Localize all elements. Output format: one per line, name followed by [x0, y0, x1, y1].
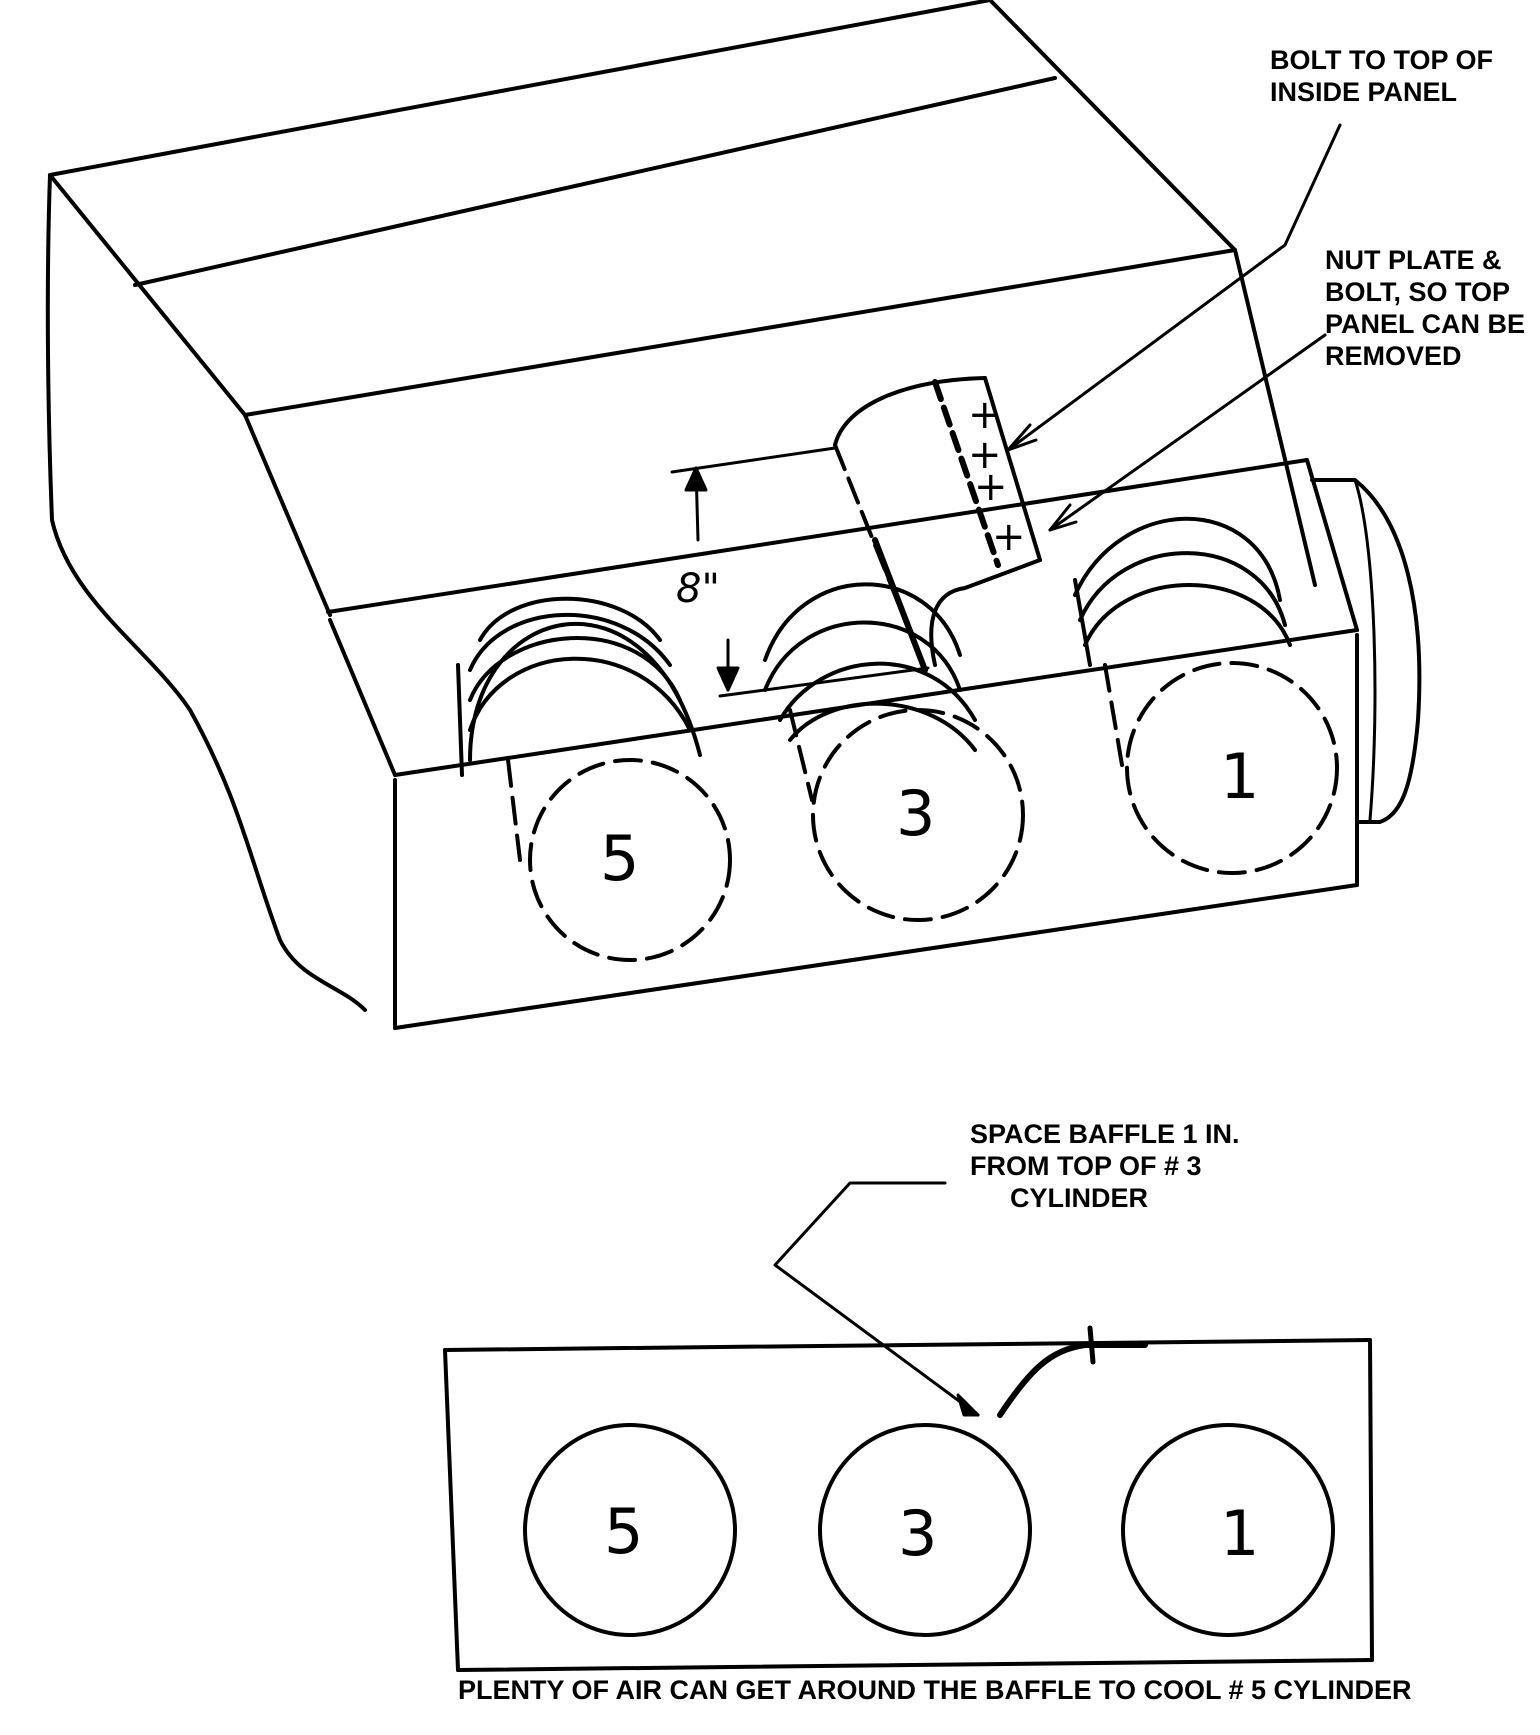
callout-line: NUT PLATE &: [1325, 245, 1502, 275]
bolt-to-top-callout: BOLT TO TOP OF INSIDE PANEL: [1270, 44, 1493, 108]
front-cylinder-1-label: 1: [1220, 1497, 1259, 1570]
leader-line-lower: [773, 1181, 980, 1417]
front-cylinder-3-label: 3: [898, 1497, 937, 1570]
callout-line: FROM TOP OF # 3: [970, 1151, 1202, 1181]
leader-lines-upper: [1006, 123, 1342, 532]
callout-line: REMOVED: [1325, 341, 1462, 371]
cylinder-5-label: 5: [600, 822, 639, 895]
space-baffle-callout: SPACE BAFFLE 1 IN. FROM TOP OF # 3 CYLIN…: [970, 1118, 1240, 1214]
cylinder-1-label: 1: [1220, 740, 1259, 813]
callout-line: INSIDE PANEL: [1270, 77, 1458, 107]
svg-text:+: +: [968, 392, 1002, 438]
dimension-label: 8": [676, 566, 720, 612]
callout-line: SPACE BAFFLE 1 IN.: [970, 1119, 1240, 1149]
callout-line: BOLT TO TOP OF: [1270, 45, 1494, 75]
svg-text:+: +: [992, 514, 1026, 560]
cylinder-3-label: 3: [896, 777, 935, 850]
cylinder-fins: [456, 516, 1292, 777]
callout-line: CYLINDER: [1010, 1183, 1149, 1213]
front-view-panel: [443, 1325, 1374, 1672]
callout-line: BOLT, SO TOP: [1325, 277, 1511, 307]
front-cylinder-5-label: 5: [604, 1495, 643, 1568]
callout-line: PANEL CAN BE: [1325, 309, 1526, 339]
engine-shroud: [45, 0, 1422, 1030]
svg-text:+: +: [968, 432, 1002, 478]
baffle: + + + +: [833, 376, 1042, 673]
cylinder-outlines-dashed: [506, 661, 1339, 962]
dimension-marker: [670, 446, 930, 698]
caption: PLENTY OF AIR CAN GET AROUND THE BAFFLE …: [458, 1675, 1412, 1705]
nut-plate-callout: NUT PLATE & BOLT, SO TOP PANEL CAN BE RE…: [1325, 244, 1525, 372]
svg-text:+: +: [974, 464, 1008, 510]
